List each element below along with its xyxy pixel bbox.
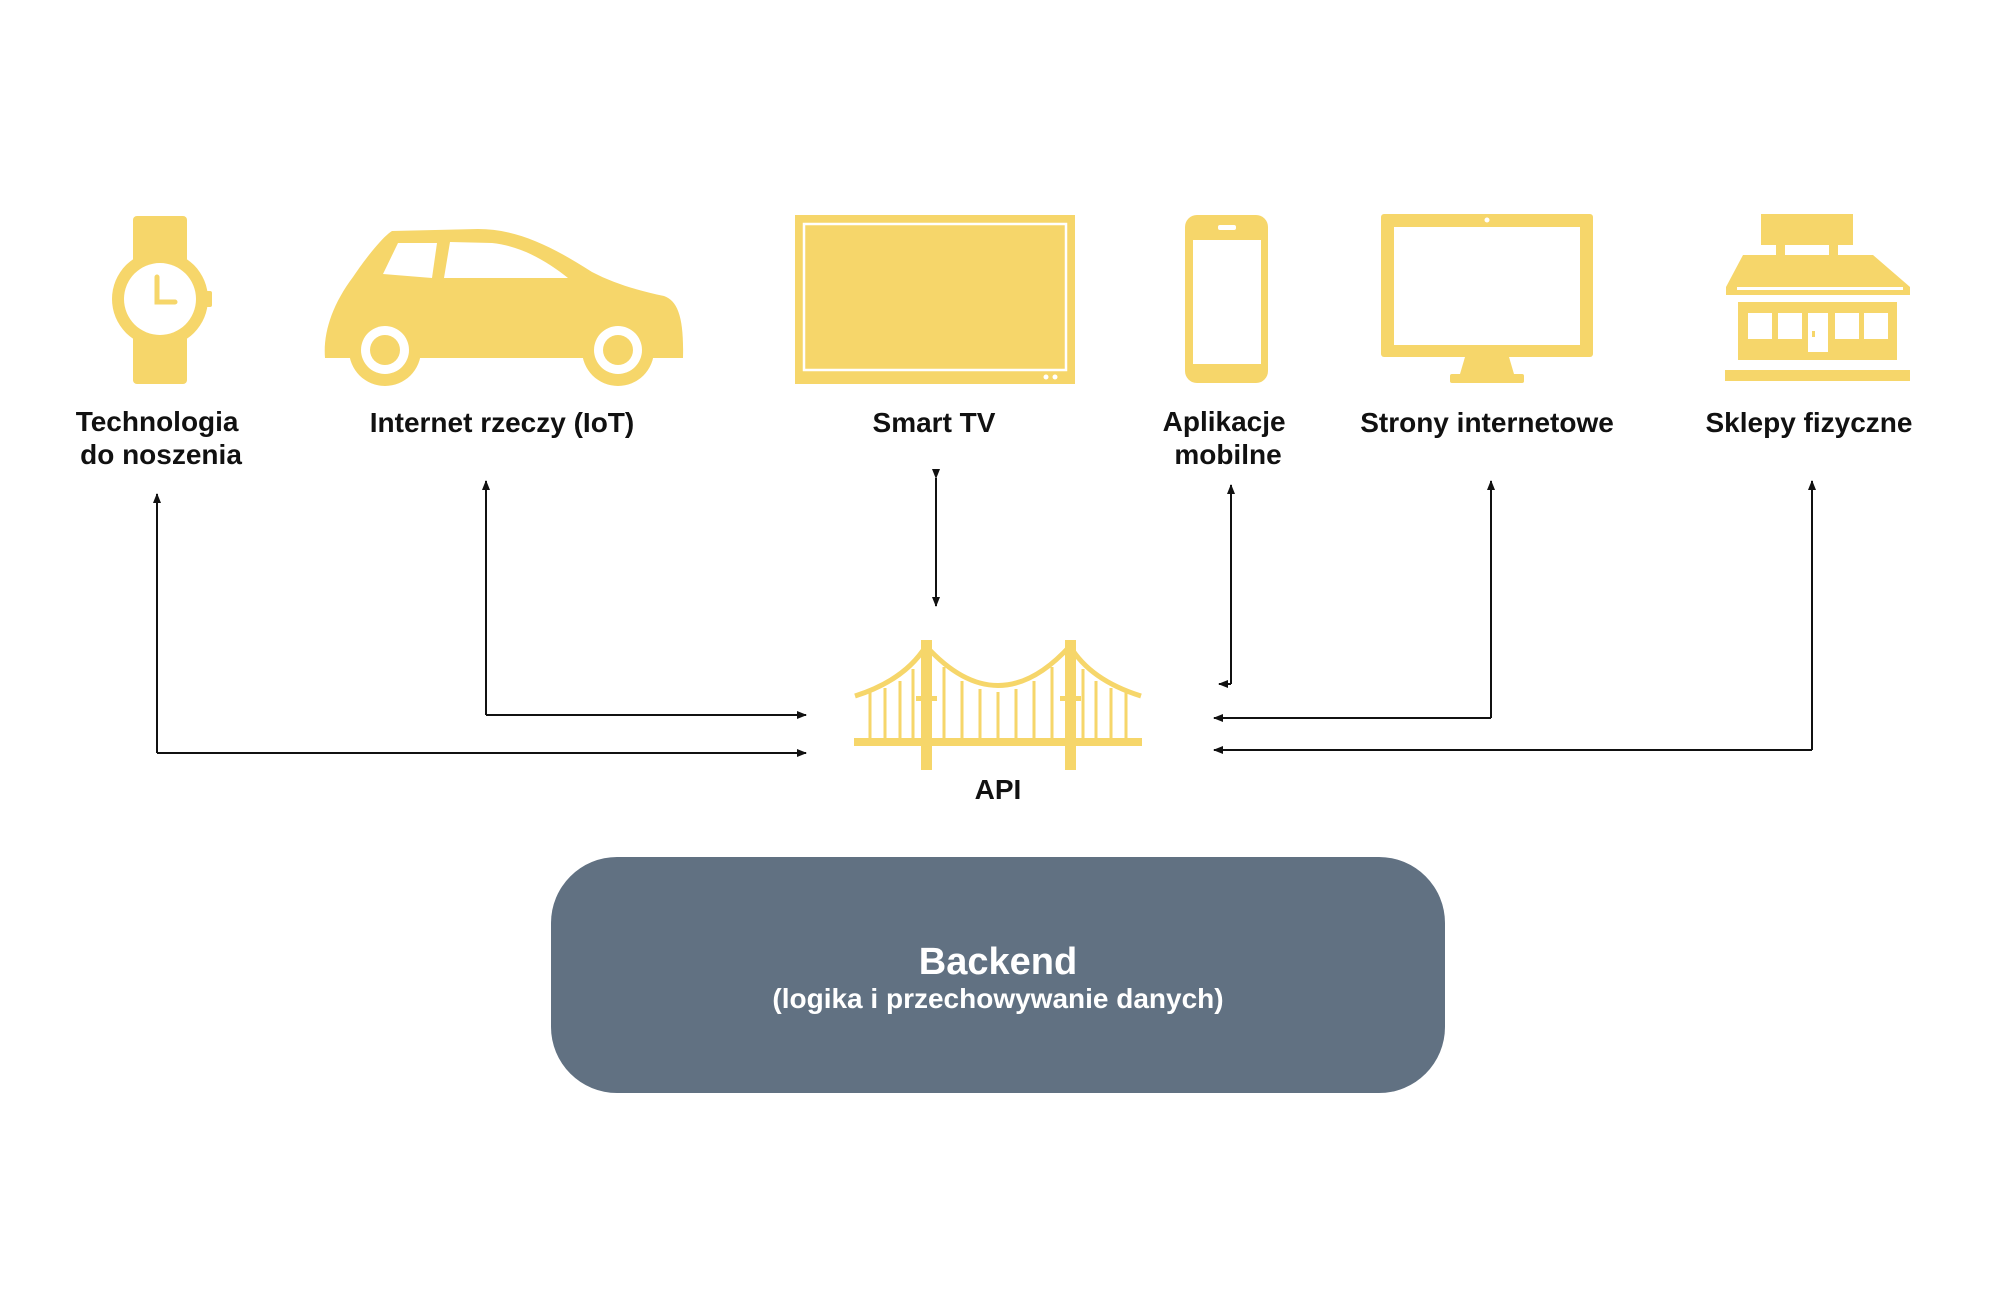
label-iot: Internet rzeczy (IoT) <box>370 407 634 438</box>
backend-subtitle: (logika i przechowywanie danych) <box>772 983 1223 1014</box>
storefront-icon <box>1725 214 1910 381</box>
label-mobile: Aplikacje mobilne <box>1163 406 1294 470</box>
desktop-monitor-icon <box>1381 214 1593 383</box>
api-label: API <box>975 774 1022 805</box>
smartphone-icon <box>1185 215 1268 383</box>
backend-box <box>551 857 1445 1093</box>
wristwatch-icon <box>112 216 212 384</box>
label-wearable: Technologia do noszenia <box>76 406 247 470</box>
label-smart-tv: Smart TV <box>873 407 996 438</box>
label-web: Strony internetowe <box>1360 407 1614 438</box>
bridge-icon <box>854 640 1142 770</box>
label-stores: Sklepy fizyczne <box>1706 407 1913 438</box>
television-icon <box>795 215 1075 384</box>
car-icon <box>324 229 684 386</box>
backend-title: Backend <box>919 941 1077 983</box>
